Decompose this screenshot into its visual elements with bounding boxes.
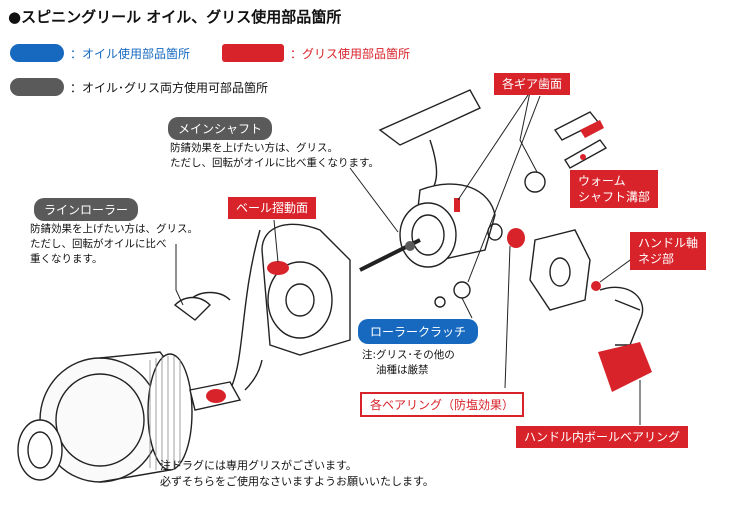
page-title: ●スピニングリール オイル、グリス使用部品箇所 xyxy=(8,8,342,26)
drag-note: 注ドラグには専用グリスがございます。 必ずそちらをご使用なさいますようお願いいた… xyxy=(160,458,434,490)
roller-clutch-note: 注:グリス･その他の 油種は厳禁 xyxy=(362,348,455,378)
drag-note-line1: 注ドラグには専用グリスがございます。 xyxy=(160,459,357,472)
main-shaft-note-line2: ただし、回転がオイルに比べ重くなります。 xyxy=(170,157,379,170)
legend-oil-label: ：オイル使用部品箇所 xyxy=(70,46,191,61)
bearing-grease-dot xyxy=(507,228,525,248)
oil-swatch xyxy=(10,44,64,62)
handle-bearing-tag: ハンドル内ボールベアリング xyxy=(516,426,689,449)
worm-grease xyxy=(580,120,604,138)
worm-shaft-tag: ウォーム シャフト溝部 xyxy=(570,170,659,209)
legend-grease-label: ：グリス使用部品箇所 xyxy=(290,46,411,61)
both-swatch xyxy=(10,78,64,96)
worm-shaft-drawing xyxy=(553,111,608,169)
gear-teeth-tag: 各ギア歯面 xyxy=(494,73,571,96)
worm-grease-tip xyxy=(580,154,586,160)
bail-grease-dot xyxy=(267,261,289,275)
rotor-drawing xyxy=(261,223,351,356)
main-shaft-note-line1: 防錆効果を上げたい方は、グリス。 xyxy=(170,142,338,154)
side-cover-drawing xyxy=(529,229,591,311)
spool-drawing xyxy=(17,351,193,483)
bail-slide-tag: ベール摺動面 xyxy=(228,197,317,220)
body-drawing xyxy=(359,89,496,272)
grease-swatch xyxy=(222,44,284,62)
handle-shaft-tag: ハンドル軸 ネジ部 xyxy=(630,232,707,271)
handle-drawing xyxy=(599,286,644,346)
handle-shaft-line1: ハンドル軸 xyxy=(638,236,699,250)
worm-shaft-line1: ウォーム xyxy=(578,174,626,188)
leader-lines xyxy=(175,91,641,425)
line-roller-tag: ラインローラー xyxy=(34,198,139,221)
drag-note-line2: 必ずそちらをご使用なさいますようお願いいたします。 xyxy=(160,474,434,488)
legend-both: ：オイル･グリス両方使用可部品箇所 xyxy=(10,78,268,96)
main-shaft-oil-point xyxy=(405,241,415,251)
handle-shaft-grease xyxy=(591,281,601,291)
line-roller-note-line3: 重くなります。 xyxy=(30,253,103,266)
line-roller-note-line2: ただし、回転がオイルに比べ xyxy=(30,238,167,251)
bail-grease-dot-2 xyxy=(206,389,226,403)
worm-shaft-line2: シャフト溝部 xyxy=(578,190,651,205)
legend-grease: ：グリス使用部品箇所 xyxy=(222,44,410,62)
roller-clutch-note-line2: 油種は厳禁 xyxy=(376,364,429,377)
bearings-tag: 各ベアリング（防塩効果） xyxy=(360,392,525,417)
handle-shaft-line2: ネジ部 xyxy=(638,252,675,267)
gear-grease-mark xyxy=(454,198,460,212)
legend-oil: ：オイル使用部品箇所 xyxy=(10,44,190,62)
roller-clutch-tag: ローラークラッチ xyxy=(358,319,479,344)
handle-bearing-grease xyxy=(598,342,652,392)
line-roller-note-line1: 防錆効果を上げたい方は、グリス。 xyxy=(30,223,198,235)
main-shaft-tag: メインシャフト xyxy=(168,117,273,140)
legend-both-label: ：オイル･グリス両方使用可部品箇所 xyxy=(70,80,269,95)
line-roller-note: 防錆効果を上げたい方は、グリス。 ただし、回転がオイルに比べ 重くなります。 xyxy=(30,222,198,268)
main-shaft-note: 防錆効果を上げたい方は、グリス。 ただし、回転がオイルに比べ重くなります。 xyxy=(170,141,379,171)
roller-clutch-note-line1: 注:グリス･その他の xyxy=(362,349,455,361)
